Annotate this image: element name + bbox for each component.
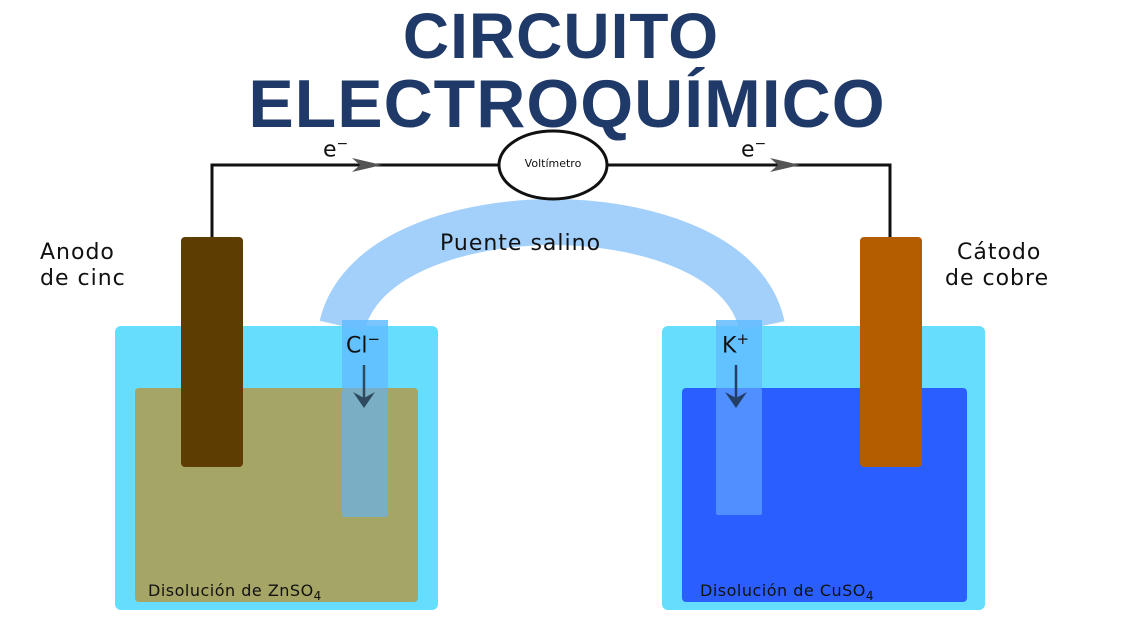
zinc-anode (181, 237, 243, 467)
salt-bridge-right-leg-lower (716, 388, 762, 515)
potassium-symbol: K (722, 333, 737, 359)
electron-arrow-right-icon (770, 158, 800, 172)
chloride-charge: − (367, 330, 381, 348)
cuso4-solution-label: Disolución de CuSO4 (700, 581, 874, 603)
title-line-1: CIRCUITO (402, 0, 720, 72)
electron-charge: − (754, 136, 767, 152)
anode-label-line-2: de cinc (40, 266, 126, 291)
anode-label: Anodo de cinc (40, 240, 126, 292)
cathode-label: Cátodo de cobre (945, 240, 1049, 292)
potassium-arrow-icon (725, 365, 747, 408)
electron-symbol: e (741, 137, 755, 163)
salt-bridge-right-leg-upper (716, 320, 762, 388)
chloride-arrow-icon (353, 365, 375, 408)
salt-bridge-left-leg-lower (342, 388, 388, 517)
cathode-label-line-2: de cobre (945, 266, 1050, 291)
znso4-solution-label: Disolución de ZnSO4 (148, 581, 322, 603)
potassium-charge: + (736, 330, 750, 348)
cuso4-label-text: Disolución de CuSO (700, 581, 866, 600)
title-line-2: ELECTROQUÍMICO (248, 66, 886, 142)
electron-arrow-left-icon (352, 158, 382, 172)
potassium-ion-label: K+ (722, 330, 749, 358)
salt-bridge (319, 198, 785, 333)
cathode-label-line-1: Cátodo (957, 240, 1042, 265)
copper-cathode (860, 237, 922, 467)
electron-label-right: e− (741, 136, 766, 162)
cuso4-subscript: 4 (865, 589, 875, 603)
voltmeter (497, 129, 609, 201)
chloride-symbol: Cl (346, 333, 368, 359)
voltmeter-label: Voltímetro (524, 157, 582, 170)
wire-left (210, 163, 498, 238)
electron-label-left: e− (323, 136, 348, 162)
wire-right (608, 163, 892, 238)
electron-charge: − (336, 136, 349, 152)
anode-label-line-1: Anodo (40, 240, 115, 265)
znso4-label-text: Disolución de ZnSO (148, 581, 314, 600)
chloride-ion-label: Cl− (346, 330, 380, 358)
znso4-subscript: 4 (313, 589, 322, 603)
electron-symbol: e (323, 137, 337, 163)
salt-bridge-label: Puente salino (440, 231, 602, 256)
